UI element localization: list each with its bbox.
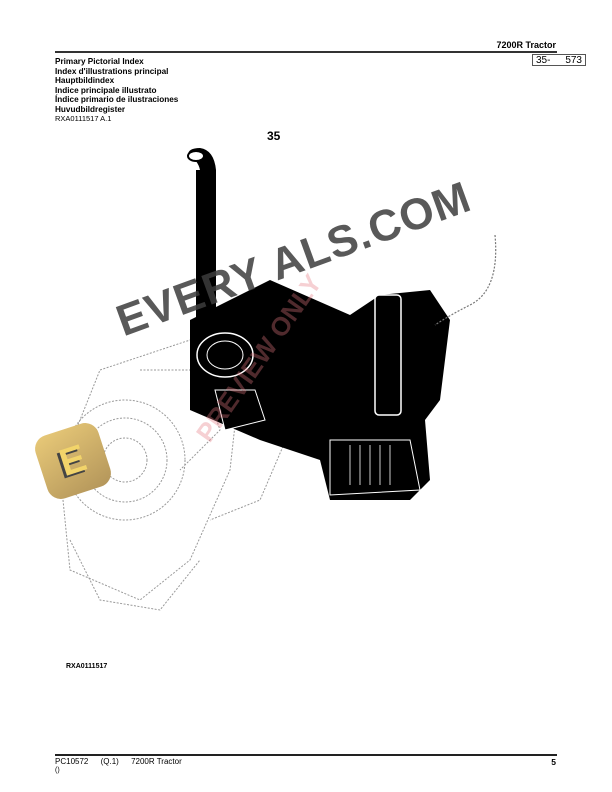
page-ref-number: 573 (565, 54, 582, 66)
title-it: Indice principale illustrato (55, 85, 157, 95)
figure-number: 35 (267, 129, 281, 143)
multilingual-titles: Primary Pictorial Index Index d'illustra… (55, 57, 178, 115)
revision: (Q.1) (100, 757, 119, 766)
footer-model: 7200R Tractor (131, 757, 182, 766)
engine-illustration (59, 148, 497, 611)
footer-info: PC10572 (Q.1) 7200R Tractor (55, 757, 192, 766)
footer-rule (55, 754, 557, 756)
title-es: Índice primario de ilustraciones (55, 95, 179, 105)
title-de: Hauptbildindex (55, 76, 115, 86)
title-fr: Index d'illustrations principal (55, 66, 169, 76)
title-sv: Huvudbildregister (55, 104, 126, 114)
model-title: 7200R Tractor (496, 40, 556, 50)
page-number: 5 (551, 757, 556, 767)
page-reference-box: 35- 573 (532, 54, 586, 66)
page-ref-section: 35- (536, 54, 551, 66)
catalog-id: PC10572 (55, 757, 89, 766)
title-en: Primary Pictorial Index (55, 57, 144, 66)
illustration-ref: RXA0111517 (66, 663, 108, 670)
reference-code: RXA0111517 A.1 (55, 114, 112, 123)
footer-sub: () (55, 767, 60, 774)
header-rule (55, 51, 557, 53)
